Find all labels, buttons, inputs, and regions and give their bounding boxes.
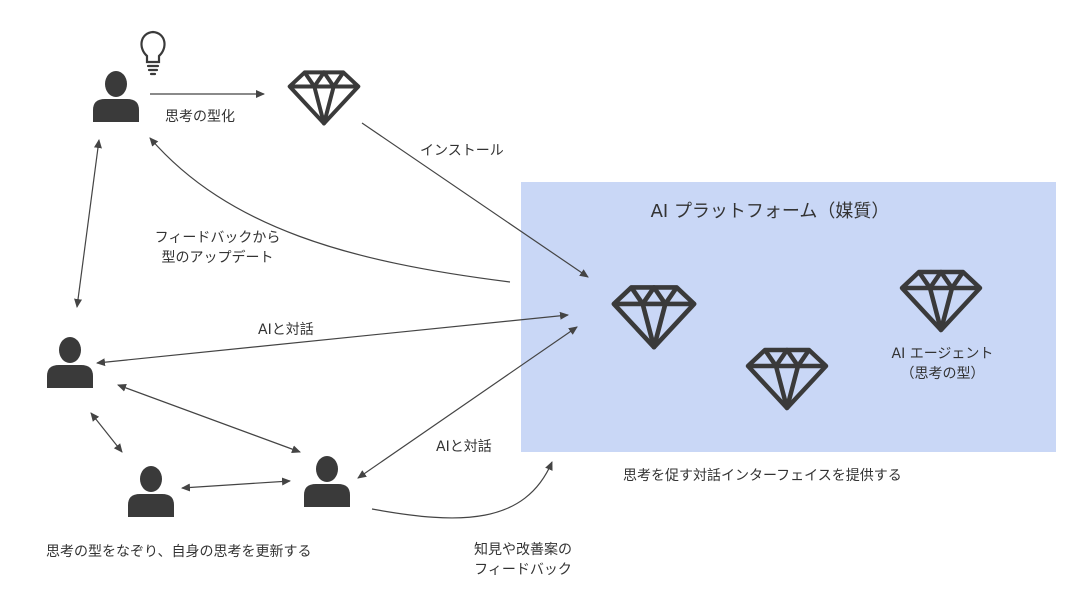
lightbulb-icon (140, 30, 166, 76)
arrow-learner-peer2 (90, 412, 123, 453)
label-feedback-update-2: 型のアップデート (161, 250, 274, 266)
arrow-feedback-update (149, 137, 511, 283)
arrow-learner-peer (117, 384, 301, 453)
arrow-dialogue-right (357, 326, 578, 479)
arrow-dialogue-top (96, 311, 569, 367)
label-trace: 思考の型をなぞり、自身の思考を更新する (46, 544, 312, 560)
diamond-icon (287, 70, 361, 126)
person-icon (93, 71, 139, 122)
label-knowledge-2: フィードバック (474, 562, 572, 578)
label-knowledge-1: 知見や改善案の (474, 542, 572, 558)
person-icon (47, 337, 93, 388)
diamond-icon (902, 272, 980, 330)
arrow-install (361, 122, 589, 278)
diamond-icon (614, 287, 694, 347)
label-feedback-update-1: フィードバックから (154, 230, 281, 246)
label-dialogue-right: AIと対話 (436, 439, 492, 455)
label-dialogue-top: AIと対話 (258, 322, 314, 338)
label-agent-1: AI エージェント (891, 346, 994, 362)
label-provide: 思考を促す対話インターフェイスを提供する (623, 468, 902, 484)
diamond-icon (748, 350, 826, 408)
arrow-designer-learner (74, 139, 102, 308)
arrow-peers (181, 477, 291, 492)
label-typify: 思考の型化 (165, 109, 235, 125)
arrow-knowledge-feedback (371, 461, 553, 519)
person-icon (304, 456, 350, 507)
label-install: インストール (420, 143, 504, 159)
label-agent-2: （思考の型） (900, 366, 985, 382)
person-icon (128, 466, 174, 517)
platform-title: AI プラットフォーム（媒質） (650, 201, 890, 222)
